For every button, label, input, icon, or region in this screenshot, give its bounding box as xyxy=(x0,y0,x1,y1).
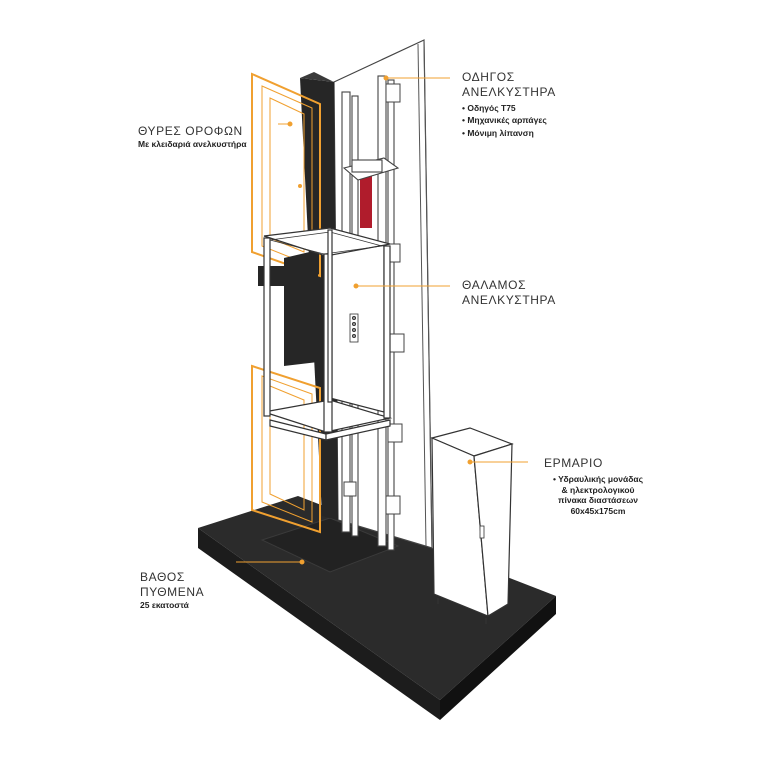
cabinet-details: • Υδραυλικής μονάδας & ηλεκτρολογικού πί… xyxy=(532,474,664,517)
cabin-label: ΘΑΛΑΜΟΣ ΑΝΕΛΚΥΣΤΗΡΑ xyxy=(462,278,556,308)
callout-lines xyxy=(236,75,528,565)
pit-title-line1: ΒΑΘΟΣ xyxy=(140,570,185,584)
doors-label: ΘΥΡΕΣ ΟΡΟΦΩΝ Με κλειδαριά ανελκυστήρα xyxy=(138,124,247,150)
cabin-title-line1: ΘΑΛΑΜΟΣ xyxy=(462,278,527,292)
floor-slab-side xyxy=(440,596,556,720)
guide-item: Μηχανικές αρπάγες xyxy=(462,114,556,126)
cabinet-detail-line: πίνακα διαστάσεων xyxy=(558,495,638,506)
guide-item: Οδηγός Τ75 xyxy=(462,102,556,114)
cabinet-title: ΕΡΜΑΡΙΟ xyxy=(544,456,603,470)
pit-depression xyxy=(260,517,400,573)
doors-subtitle: Με κλειδαριά ανελκυστήρα xyxy=(138,139,247,149)
landing-door-lower xyxy=(251,364,321,534)
crosshead xyxy=(342,157,400,181)
pit-title-line2: ΠΥΘΜΕΝΑ xyxy=(140,585,205,599)
floor-slab-front xyxy=(198,528,440,720)
cabinet xyxy=(430,427,514,624)
cabinet-detail-line: • Υδραυλικής μονάδας xyxy=(552,474,644,484)
upper-door-handle xyxy=(298,184,302,188)
guide-title-line2: ΑΝΕΛΚΥΣΤΗΡΑ xyxy=(462,85,556,99)
cabinet-detail-line: 60x45x175cm xyxy=(570,505,626,516)
guide-label: ΟΔΗΓΟΣ ΑΝΕΛΚΥΣΤΗΡΑ Οδηγός Τ75 Μηχανικές … xyxy=(462,70,556,139)
hydraulic-piston xyxy=(360,176,372,228)
cabinet-label: ΕΡΜΑΡΙΟ xyxy=(544,456,603,471)
cabin xyxy=(263,227,393,441)
pit-label: ΒΑΘΟΣ ΠΥΘΜΕΝΑ 25 εκατοστά xyxy=(140,570,204,611)
guide-title-line1: ΟΔΗΓΟΣ xyxy=(462,70,515,84)
doors-title: ΘΥΡΕΣ ΟΡΟΦΩΝ xyxy=(138,124,243,138)
cabin-title-line2: ΑΝΕΛΚΥΣΤΗΡΑ xyxy=(462,293,556,307)
cabinet-detail-line: & ηλεκτρολογικού xyxy=(561,484,635,495)
pit-subtitle: 25 εκατοστά xyxy=(140,600,189,610)
rear-column-top xyxy=(300,72,334,82)
guide-item: Μόνιμη λίπανση xyxy=(462,127,556,139)
guide-items: Οδηγός Τ75 Μηχανικές αρπάγες Μόνιμη λίπα… xyxy=(462,102,556,139)
